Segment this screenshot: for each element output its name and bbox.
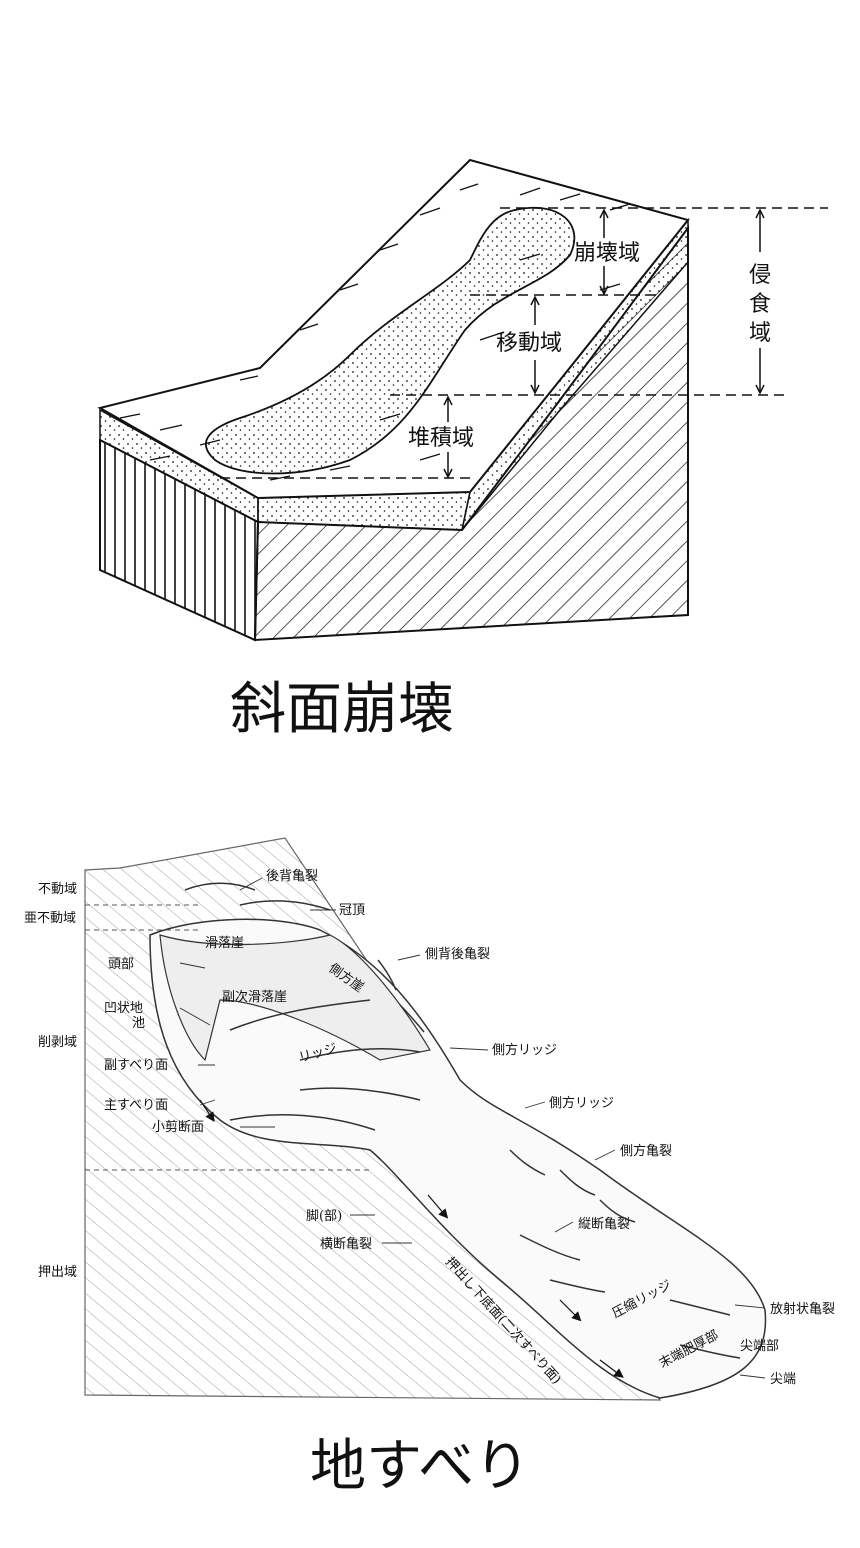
label-erosion-2: 食 <box>749 292 771 317</box>
main-scarp <box>159 934 431 1062</box>
label-foot: 脚(部) <box>306 1208 342 1224</box>
caption-slope-failure: 斜面崩壊 <box>230 677 454 742</box>
slope-failure-diagram: 崩壊域 移動域 堆積域 侵 食 域 斜面崩壊 <box>97 158 828 742</box>
label-crown: 冠頂 <box>339 903 365 918</box>
label-pond: 池 <box>132 1016 145 1031</box>
label-side-crack: 側方亀裂 <box>620 1143 672 1159</box>
label-erosion-1: 侵 <box>749 263 771 288</box>
label-radial-crack: 放射状亀裂 <box>770 1301 835 1317</box>
label-denudation-zone: 削剥域 <box>38 1035 77 1050</box>
landslide-cracks <box>184 882 741 1359</box>
label-back-crack: 後背亀裂 <box>266 869 318 884</box>
label-head: 頭部 <box>108 957 134 972</box>
label-minor-shear: 小剪断面 <box>152 1119 204 1135</box>
label-secondary-scarp: 副次滑落崖 <box>222 989 287 1005</box>
leader-lines <box>179 877 766 1379</box>
label-deposit-zone: 堆積域 <box>408 426 474 451</box>
caption-landslide: 地すべり <box>310 1434 530 1499</box>
label-side-ridge-1: 側方リッジ <box>492 1042 557 1058</box>
label-toe-tip: 尖端 <box>770 1372 796 1387</box>
label-depression: 凹状地 <box>104 1001 143 1016</box>
label-sub-slip-surface: 副すべり面 <box>104 1058 168 1073</box>
label-longitudinal-crack: 縦断亀裂 <box>578 1217 630 1232</box>
zone-arrows <box>443 208 765 479</box>
label-side-back-crack: 側背後亀裂 <box>425 947 490 962</box>
label-side-ridge-2: 側方リッジ <box>549 1095 614 1111</box>
label-transverse-crack: 横断亀裂 <box>320 1237 372 1252</box>
movement-arrows <box>199 1099 624 1378</box>
label-scarp: 滑落崖 <box>205 936 244 951</box>
landslide-track <box>205 206 576 475</box>
landslide-diagram: 不動域 亜不動域 頭部 凹状地 池 削剥域 副すべり面 主すべり面 小剪断面 押… <box>24 837 835 1499</box>
zone-boundaries <box>220 207 828 479</box>
landslide-body <box>149 918 767 1399</box>
label-movement-zone: 移動域 <box>496 331 562 356</box>
label-toe-part: 尖端部 <box>740 1339 779 1354</box>
zone-boundaries-2 <box>85 904 370 1171</box>
label-semi-stable-zone: 亜不動域 <box>24 911 76 926</box>
label-accumulation-zone: 押出域 <box>38 1265 77 1280</box>
label-main-slip-surface: 主すべり面 <box>104 1098 168 1113</box>
label-collapse-zone: 崩壊域 <box>574 241 640 266</box>
label-stable-zone: 不動域 <box>38 882 77 897</box>
label-erosion-3: 域 <box>749 321 771 346</box>
